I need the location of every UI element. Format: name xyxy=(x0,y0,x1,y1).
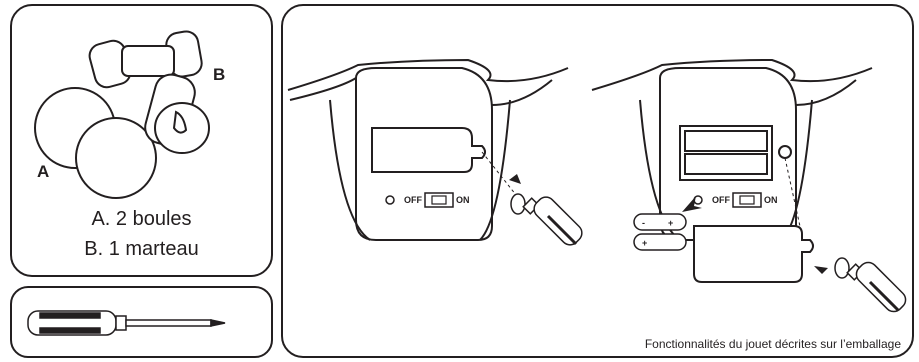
switch-off-label: OFF xyxy=(712,195,730,205)
switch-on-label: ON xyxy=(764,195,778,205)
switch-off-label: OFF xyxy=(404,195,422,205)
step-1-toy-back xyxy=(288,60,568,240)
rotate-arrow-icon xyxy=(835,258,849,278)
battery-minus-sign: - xyxy=(642,218,645,228)
step-2-screw-arrow xyxy=(814,266,828,274)
caption: Fonctionnalités du jouet décrites sur l’… xyxy=(645,337,901,351)
step-2-battery-cover xyxy=(694,226,813,282)
battery-plus-sign: + xyxy=(668,218,673,228)
battery-plus-sign: + xyxy=(642,238,647,248)
screwdriver-icon xyxy=(835,258,909,315)
screwdriver-icon xyxy=(511,193,586,248)
step-1-screw-arrow xyxy=(509,174,521,184)
switch-on-label: ON xyxy=(456,195,470,205)
rotate-arrow-icon xyxy=(511,194,525,214)
step-2-toy-back xyxy=(592,60,872,240)
